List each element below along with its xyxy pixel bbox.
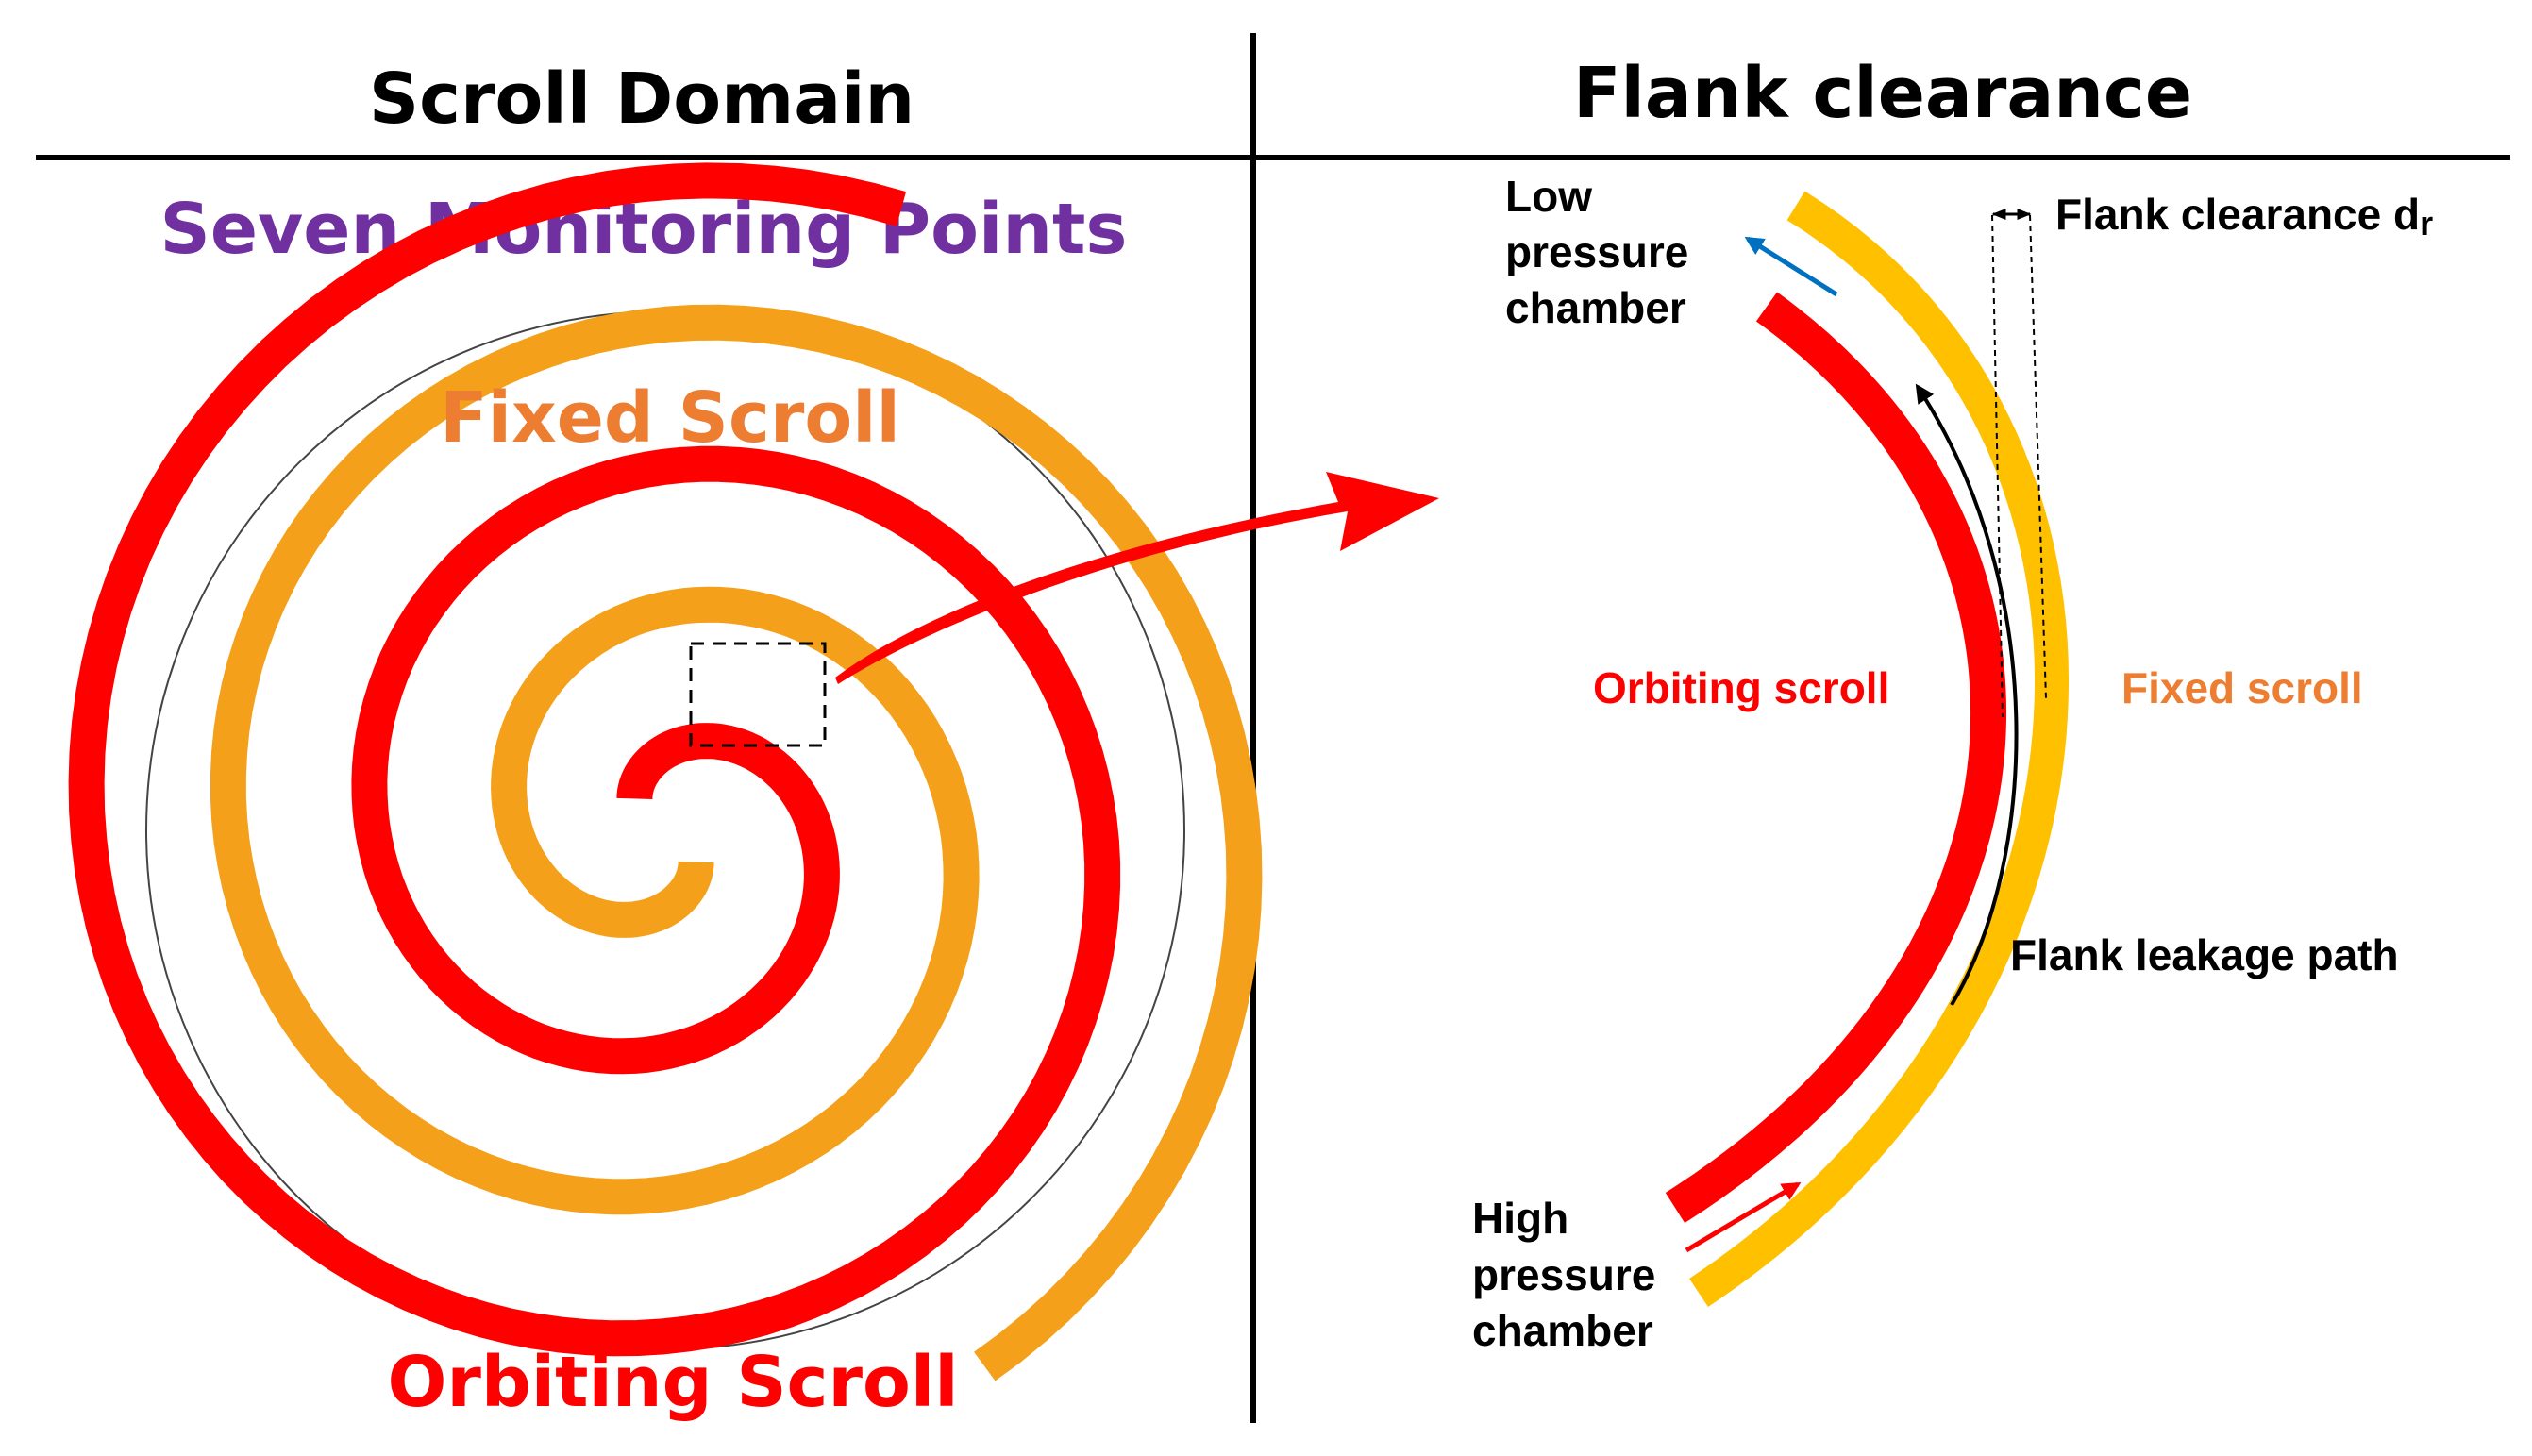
- svg-text:High: High: [1472, 1194, 1568, 1243]
- monitoring-points-label: Seven Monitoring Points: [160, 189, 1128, 270]
- svg-text:Low: Low: [1505, 172, 1592, 221]
- low-pressure-chamber-label: Low pressure chamber: [1505, 172, 1688, 332]
- svg-text:chamber: chamber: [1472, 1306, 1653, 1355]
- flank-clearance-label: Flank clearance dr: [2055, 190, 2433, 243]
- fixed-scroll-band: [1689, 191, 2069, 1307]
- svg-text:chamber: chamber: [1505, 283, 1686, 332]
- high-pressure-chamber-label: High pressure chamber: [1472, 1194, 1655, 1355]
- fixed-scroll-spiral: [210, 304, 1263, 1381]
- orbiting-scroll-band: [1665, 292, 2006, 1224]
- clearance-guide-left: [1991, 214, 2004, 718]
- high-pressure-flow-arrow: [1685, 1181, 1802, 1253]
- zoom-arrow: [835, 472, 1439, 684]
- orbiting-scroll-band-label: Orbiting scroll: [1593, 663, 1889, 712]
- clearance-guide-right: [2029, 214, 2047, 699]
- svg-text:pressure: pressure: [1505, 227, 1688, 276]
- orbiting-scroll-label: Orbiting Scroll: [387, 1342, 958, 1423]
- left-panel-title: Scroll Domain: [369, 59, 914, 140]
- fixed-scroll-label: Fixed Scroll: [440, 377, 900, 459]
- orbiting-scroll-spiral: [68, 162, 1121, 1357]
- flank-clearance-subscript: r: [2420, 204, 2433, 243]
- zoom-region-box: [689, 642, 827, 747]
- low-pressure-flow-arrow: [1744, 236, 1838, 297]
- flank-leakage-path-arrow: [1915, 383, 2019, 1007]
- flank-leakage-path-label: Flank leakage path: [2010, 930, 2399, 979]
- fixed-scroll-band-label: Fixed scroll: [2121, 663, 2363, 712]
- svg-text:pressure: pressure: [1472, 1250, 1655, 1299]
- right-panel-title: Flank clearance: [1573, 53, 2192, 134]
